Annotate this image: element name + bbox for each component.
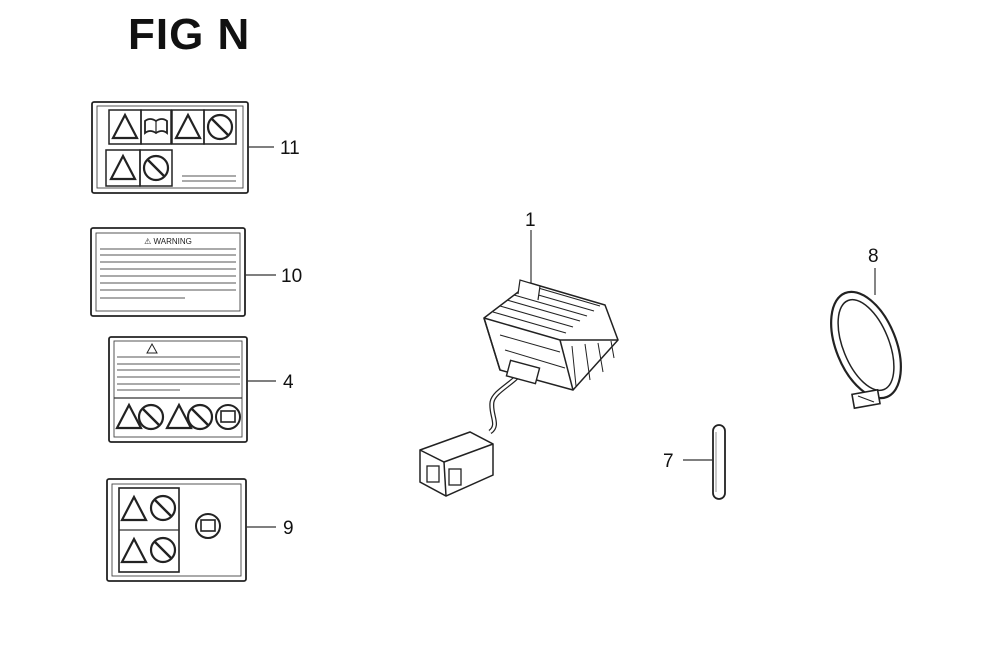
decal-10: ⚠ WARNING [90, 227, 246, 317]
decal-9 [106, 478, 247, 582]
callout-11: 11 [280, 138, 300, 159]
callout-1: 1 [525, 210, 536, 231]
engine-icon [195, 513, 221, 539]
decal-10-heading: ⚠ WARNING [144, 237, 192, 246]
engine-icon [215, 404, 241, 430]
decal-4 [108, 336, 248, 443]
callout-10: 10 [281, 266, 302, 287]
prohibition-circle-icon [139, 149, 173, 187]
regulator-rectifier [419, 279, 619, 497]
decal-11 [91, 101, 249, 194]
manual-book-icon [140, 109, 172, 145]
callout-4: 4 [283, 372, 294, 393]
callout-9: 9 [283, 518, 294, 539]
figure-title: FIG N [128, 10, 251, 59]
callout-8: 8 [868, 246, 879, 267]
prohibition-circle-icon [203, 109, 237, 145]
callout-7: 7 [663, 451, 674, 472]
pin [712, 424, 726, 500]
hose-clamp [830, 290, 902, 410]
